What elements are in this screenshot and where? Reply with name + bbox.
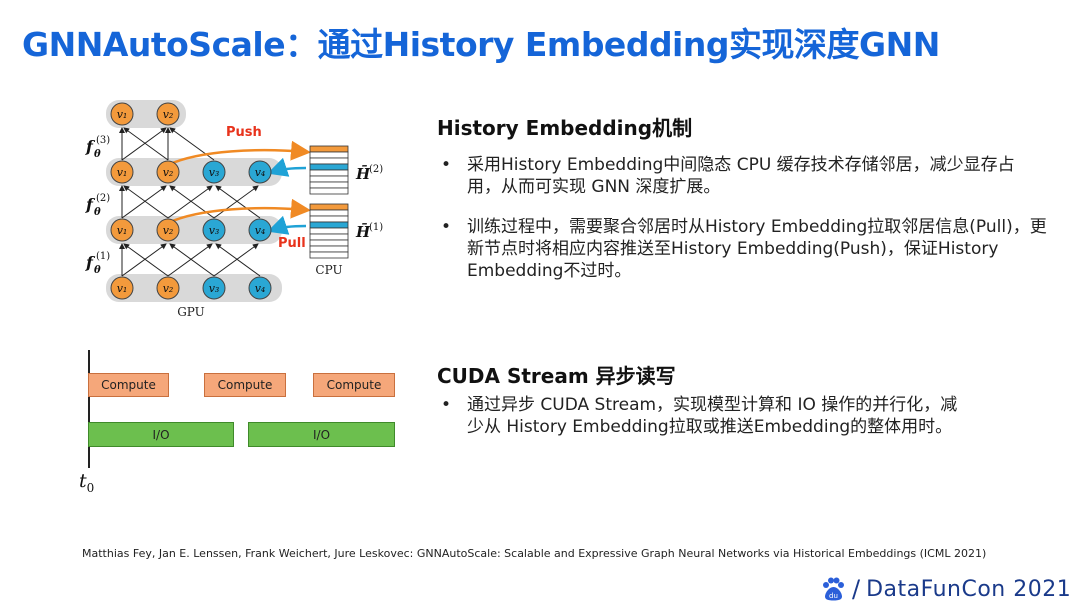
layer-label-1: (1) (96, 251, 110, 262)
hist-label-2: (2) (369, 164, 383, 175)
section1-bullet-2: 训练过程中，需要聚合邻居时从History Embedding拉取邻居信息(Pu… (437, 216, 1047, 282)
layer-labels: f θ (3) f θ (2) f θ (1) (85, 135, 110, 276)
slide-title: GNNAutoScale：通过History Embedding实现深度GNN (22, 25, 940, 64)
node-label-v1: v₁ (117, 108, 128, 121)
history-labels: H̄ (2) H̄ (1) (355, 164, 383, 241)
io-block-1: I/O (88, 422, 234, 447)
node-label-v3: v₃ (209, 166, 220, 179)
compute-block-1: Compute (88, 373, 169, 397)
cpu-label: CPU (315, 263, 342, 277)
node-label-v4: v₄ (255, 166, 266, 179)
svg-text:f: f (85, 137, 96, 156)
node-label-v4: v₄ (255, 282, 266, 295)
hist-label-1: (1) (369, 222, 383, 233)
gpu-label: GPU (177, 305, 205, 319)
logo-slash: / (852, 575, 861, 603)
node-label-v1: v₁ (117, 166, 128, 179)
node-label-v2: v₂ (163, 166, 174, 179)
pull-arrow-top (267, 157, 307, 177)
node-label-v2: v₂ (163, 282, 174, 295)
io-block-2: I/O (248, 422, 395, 447)
compute-block-3: Compute (313, 373, 395, 397)
push-arrow-top (167, 140, 311, 167)
svg-text:θ: θ (94, 265, 101, 276)
compute-block-2: Compute (204, 373, 286, 397)
layer-label-3: (3) (96, 135, 110, 146)
svg-text:du: du (829, 592, 838, 600)
svg-text:f: f (85, 253, 96, 272)
svg-text:H̄: H̄ (355, 164, 371, 183)
node-label-v1: v₁ (117, 282, 128, 295)
section1-heading: History Embedding机制 (437, 116, 693, 140)
push-label: Push (226, 125, 262, 140)
section1-bullet-1: 采用History Embedding中间隐态 CPU 缓存技术存储邻居，减少显… (437, 154, 1047, 198)
citation: Matthias Fey, Jan E. Lenssen, Frank Weic… (82, 547, 987, 560)
node-label-v4: v₄ (255, 224, 266, 237)
svg-text:θ: θ (94, 207, 101, 218)
pull-label: Pull (278, 236, 306, 251)
graph-nodes (110, 102, 272, 300)
node-label-v1: v₁ (117, 224, 128, 237)
section2-bullet-1: 通过异步 CUDA Stream，实现模型计算和 IO 操作的并行化，减少从 H… (437, 394, 967, 438)
history-stack-2 (309, 145, 349, 195)
svg-text:H̄: H̄ (355, 222, 371, 241)
node-label-v2: v₂ (163, 108, 174, 121)
node-labels: v₁ v₂ v₁ v₂ v₃ v₄ v₁ v₂ v₃ v₄ v₁ v₂ v₃ v… (117, 108, 266, 295)
history-stack-1 (309, 203, 349, 259)
node-label-v3: v₃ (209, 224, 220, 237)
timeline-axis (88, 350, 90, 468)
svg-text:f: f (85, 195, 96, 214)
baidu-paw-icon: du (823, 577, 844, 601)
node-label-v3: v₃ (209, 282, 220, 295)
gnn-autoscale-diagram: Push Pull v₁ v₂ v₁ v₂ v₃ v₄ v₁ v₂ v₃ v₄ … (85, 100, 383, 319)
layer-label-2: (2) (96, 193, 110, 204)
push-arrow-bottom (167, 198, 311, 225)
logo-name: DataFunCon 2021 (866, 576, 1072, 602)
svg-text:θ: θ (94, 149, 101, 160)
datafuncon-logo: du / DataFunCon 2021 (820, 574, 1071, 604)
section2-bullets: 通过异步 CUDA Stream，实现模型计算和 IO 操作的并行化，减少从 H… (437, 394, 967, 456)
section1-bullets: 采用History Embedding中间隐态 CPU 缓存技术存储邻居，减少显… (437, 154, 1047, 300)
node-label-v2: v₂ (163, 224, 174, 237)
t0-label: t0 (79, 470, 95, 495)
section2-heading: CUDA Stream 异步读写 (437, 364, 676, 388)
pull-arrow-bottom (267, 215, 307, 235)
